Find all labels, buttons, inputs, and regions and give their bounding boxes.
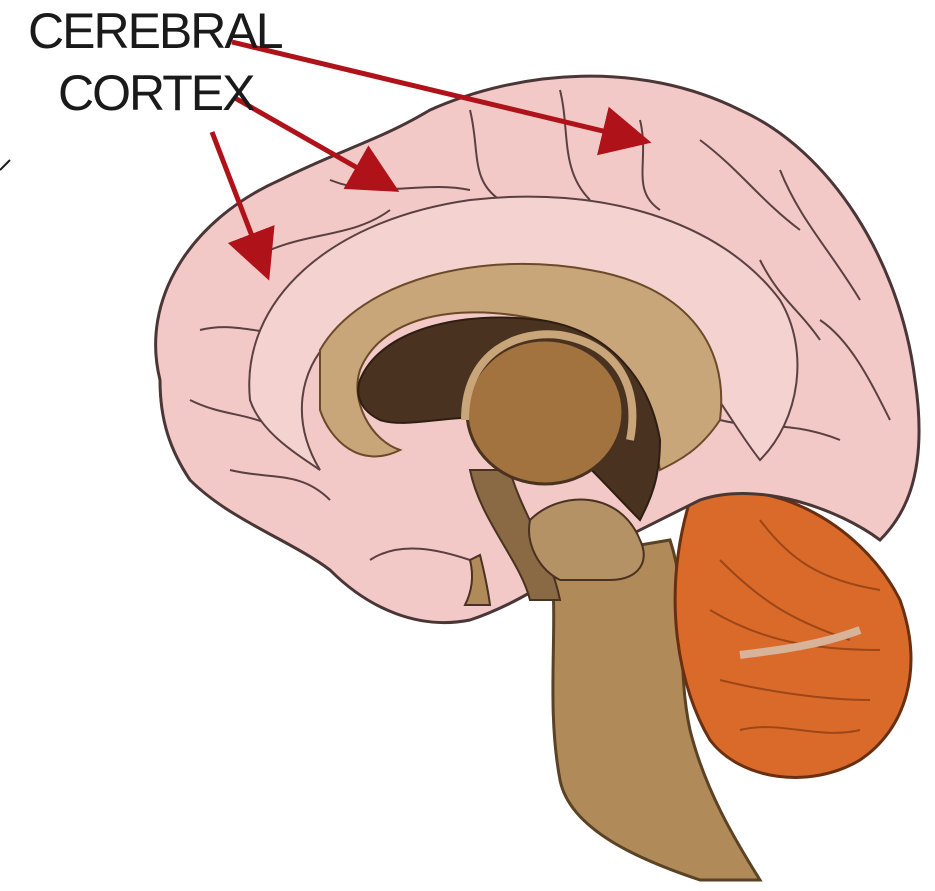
label-cortex: CORTEX bbox=[58, 65, 255, 121]
thalamus bbox=[467, 340, 623, 484]
label-cerebral: CEREBRAL bbox=[28, 3, 283, 59]
edge-mark bbox=[0, 160, 10, 170]
